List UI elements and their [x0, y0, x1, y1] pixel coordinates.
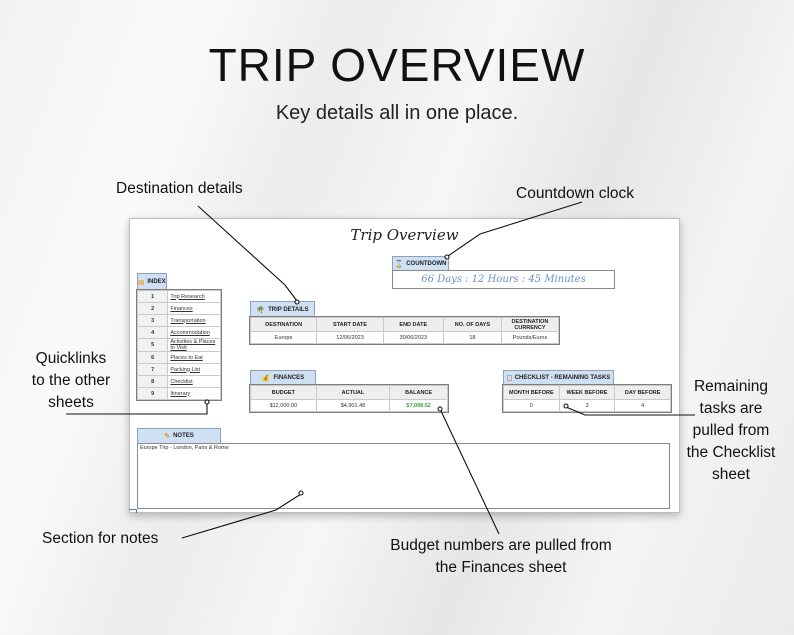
book-icon — [138, 279, 145, 285]
index-link[interactable]: Trip Research — [167, 290, 221, 303]
palm-tree-icon: 🌴 — [256, 306, 266, 314]
index-tab: INDEX — [137, 273, 167, 290]
finances-table: BUDGET ACTUAL BALANCE $12,000.00 $4,901.… — [249, 384, 449, 413]
callout-line: pulled from — [692, 422, 770, 439]
callout-countdown: Countdown clock — [516, 185, 635, 202]
cell-no-of-days[interactable]: 18 — [442, 331, 502, 344]
index-number: 3 — [136, 314, 169, 327]
index-number: 4 — [136, 326, 169, 339]
cell-selection-marker — [129, 509, 137, 513]
index-number: 8 — [136, 375, 169, 388]
index-number: 6 — [136, 351, 169, 364]
table-row: 0 3 4 — [503, 399, 671, 412]
notes-field[interactable]: Europe Trip - London, Paris & Rome — [137, 443, 670, 509]
callout-line: tasks are — [699, 400, 763, 417]
callout-line: Quicklinks — [35, 350, 107, 367]
index-number: 2 — [136, 302, 169, 315]
index-link[interactable]: Activities & Places to Visit — [167, 338, 221, 352]
index-number: 9 — [136, 387, 169, 400]
checklist-icon — [506, 375, 512, 381]
col-end-date: END DATE — [382, 317, 444, 332]
trip-details-table: DESTINATION START DATE END DATE NO. OF D… — [249, 316, 560, 345]
col-actual: ACTUAL — [315, 385, 391, 400]
finances-header: FINANCES — [273, 375, 305, 381]
cell-destination[interactable]: Europe — [249, 331, 318, 344]
sheet-title: Trip Overview — [350, 226, 459, 244]
hero-subtitle: Key details all in one place. — [275, 102, 519, 124]
cell-actual[interactable]: $4,901.48 — [315, 399, 391, 412]
callout-notes: Section for notes — [42, 530, 159, 547]
pencil-icon: ✎ — [164, 433, 171, 440]
index-number: 7 — [136, 363, 169, 376]
cell-start-date[interactable]: 12/06/2023 — [316, 331, 384, 344]
cell-end-date[interactable]: 30/06/2023 — [382, 331, 444, 344]
trip-details-header: TRIP DETAILS — [268, 306, 309, 313]
checklist-header: CHECKLIST - REMAINING TASKS — [514, 375, 611, 381]
callout-line: Budget numbers are pulled from — [390, 537, 612, 554]
callout-remaining: Remaining tasks are pulled from the Chec… — [676, 376, 786, 486]
notes-header: NOTES — [173, 433, 194, 439]
callout-budget: Budget numbers are pulled from the Finan… — [360, 535, 642, 579]
col-destination: DESTINATION — [249, 317, 318, 332]
callout-line: the Checklist — [686, 444, 776, 461]
index-link[interactable]: Checklist — [167, 375, 221, 388]
table-row: $12,000.00 $4,901.48 $7,098.52 — [250, 399, 448, 412]
callout-destination: Destination details — [116, 180, 243, 197]
cell-day-before[interactable]: 4 — [614, 399, 671, 412]
callout-line: to the other — [31, 372, 111, 389]
index-link[interactable]: Accommodation — [167, 326, 221, 339]
index-link[interactable]: Transportation — [167, 314, 221, 327]
col-budget: BUDGET — [250, 385, 317, 400]
index-link[interactable]: Itinerary — [167, 387, 221, 400]
finances-tab: 💰 FINANCES — [250, 370, 316, 385]
countdown-header: COUNTDOWN — [406, 260, 447, 267]
hourglass-icon: ⌛ — [394, 260, 404, 268]
col-week-before: WEEK BEFORE — [558, 385, 616, 400]
countdown-value: 66 Days : 12 Hours : 45 Minutes — [392, 270, 615, 289]
cell-balance[interactable]: $7,098.52 — [389, 399, 448, 412]
col-day-before: DAY BEFORE — [614, 385, 671, 400]
col-month-before: MONTH BEFORE — [503, 385, 560, 400]
countdown-tab: ⌛ COUNTDOWN — [392, 256, 449, 270]
checklist-table: MONTH BEFORE WEEK BEFORE DAY BEFORE 0 3 … — [502, 384, 672, 413]
money-bag-icon: 💰 — [261, 375, 271, 382]
index-number: 5 — [136, 338, 169, 352]
col-no-of-days: NO. OF DAYS — [442, 317, 502, 332]
col-start-date: START DATE — [316, 317, 384, 332]
cell-budget[interactable]: $12,000.00 — [250, 399, 317, 412]
trip-details-tab: 🌴 TRIP DETAILS — [250, 301, 315, 317]
checklist-tab: CHECKLIST - REMAINING TASKS — [503, 370, 614, 385]
cell-month-before[interactable]: 0 — [503, 399, 560, 412]
index-link[interactable]: Packing List — [167, 363, 221, 376]
index-header: INDEX — [147, 279, 166, 285]
cell-destination-currency[interactable]: Pounds/Euros — [500, 331, 560, 344]
cell-week-before[interactable]: 3 — [558, 399, 616, 412]
table-row: Europe 12/06/2023 30/06/2023 18 Pounds/E… — [249, 331, 560, 344]
callout-quicklinks: Quicklinks to the other sheets — [22, 348, 120, 414]
callout-line: Remaining — [693, 378, 769, 395]
index-link[interactable]: Finances — [167, 302, 221, 315]
col-destination-currency: DESTINATION CURRENCY — [500, 317, 560, 332]
callout-line: sheets — [48, 394, 94, 411]
callout-line: the Finances sheet — [435, 559, 567, 576]
index-link[interactable]: Places to Eat — [167, 351, 221, 364]
col-balance: BALANCE — [389, 385, 448, 400]
hero-title: TRIP OVERVIEW — [208, 39, 586, 91]
callout-line: sheet — [712, 466, 750, 483]
notes-tab: ✎ NOTES — [137, 428, 221, 443]
index-number: 1 — [136, 290, 169, 303]
